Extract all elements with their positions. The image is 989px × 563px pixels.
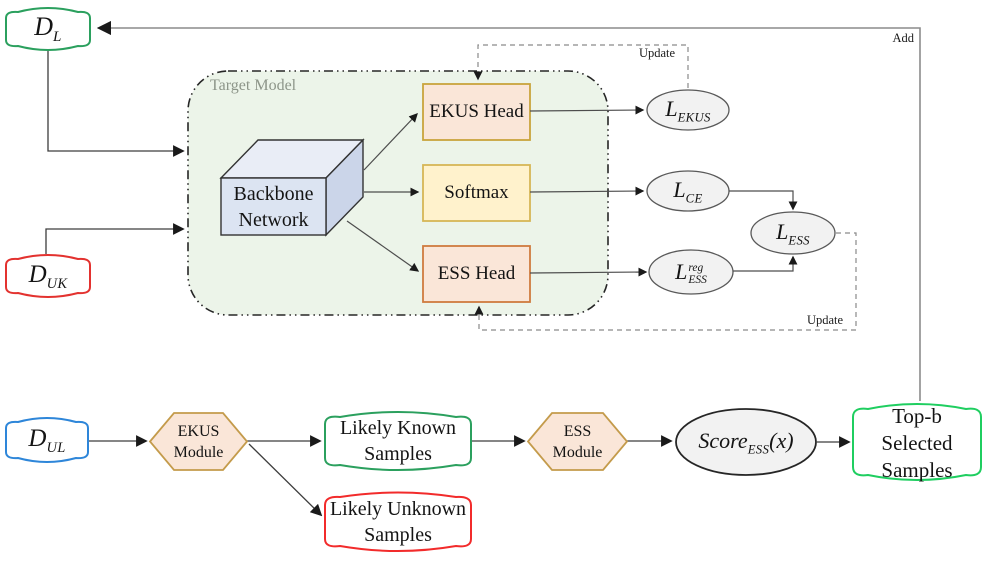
- dul-label: DUL: [28, 424, 66, 456]
- edge-dl-to-target: [47, 50, 185, 157]
- update-top-label: Update: [638, 46, 676, 60]
- l-ess-reg-ellipse: [648, 249, 734, 295]
- score-label: ScoreESS(x): [698, 427, 794, 456]
- l-ess-ellipse: [750, 211, 836, 255]
- edge-backbone-to-ess-head: [346, 220, 420, 272]
- dl-label: DL: [34, 12, 62, 46]
- edge-ekus-module-to-unknown: [248, 443, 323, 517]
- edge-ess-head-to-lessreg: [529, 267, 648, 277]
- edge-add-feedback: [96, 20, 921, 401]
- dl-node: [5, 7, 91, 51]
- edge-backbone-to-ekus-head: [363, 113, 418, 171]
- target-model-label: Target Model: [210, 77, 297, 94]
- edge-duk-to-target: [45, 223, 185, 254]
- dul-node: [5, 417, 89, 463]
- l-ekus-ellipse: [646, 89, 730, 131]
- backbone-cube-front-face: [220, 177, 327, 236]
- ekus-head-label: EKUS Head: [429, 100, 524, 122]
- likely-unknown-node: [324, 491, 472, 552]
- likely-known-node: [324, 411, 472, 471]
- ess-head-box: [422, 245, 531, 303]
- softmax-box: [422, 164, 531, 222]
- edge-lce-to-less: [729, 190, 798, 211]
- edge-ekus-head-to-lekus: [529, 105, 645, 115]
- l-ess-label: LESS: [776, 218, 810, 247]
- l-ekus-label: LEKUS: [665, 95, 711, 124]
- edge-lessreg-to-less: [733, 255, 798, 272]
- ess-head-label: ESS Head: [437, 262, 516, 284]
- topb-node: [852, 403, 982, 481]
- edge-update-ekus: [473, 44, 689, 88]
- update-bottom-label: Update: [806, 313, 844, 327]
- add-edge-label: Add: [892, 31, 914, 45]
- ekus-head-box: [422, 83, 531, 141]
- edge-update-ess: [474, 232, 857, 331]
- softmax-label: Softmax: [444, 181, 509, 203]
- ess-module-hexagon: [526, 412, 629, 471]
- score-ellipse: [675, 408, 817, 476]
- duk-node: [5, 254, 91, 298]
- l-ce-label: LCE: [673, 176, 703, 205]
- edge-softmax-to-lce: [529, 186, 645, 196]
- ekus-module-hexagon: [148, 412, 249, 471]
- duk-label: DUK: [28, 260, 68, 292]
